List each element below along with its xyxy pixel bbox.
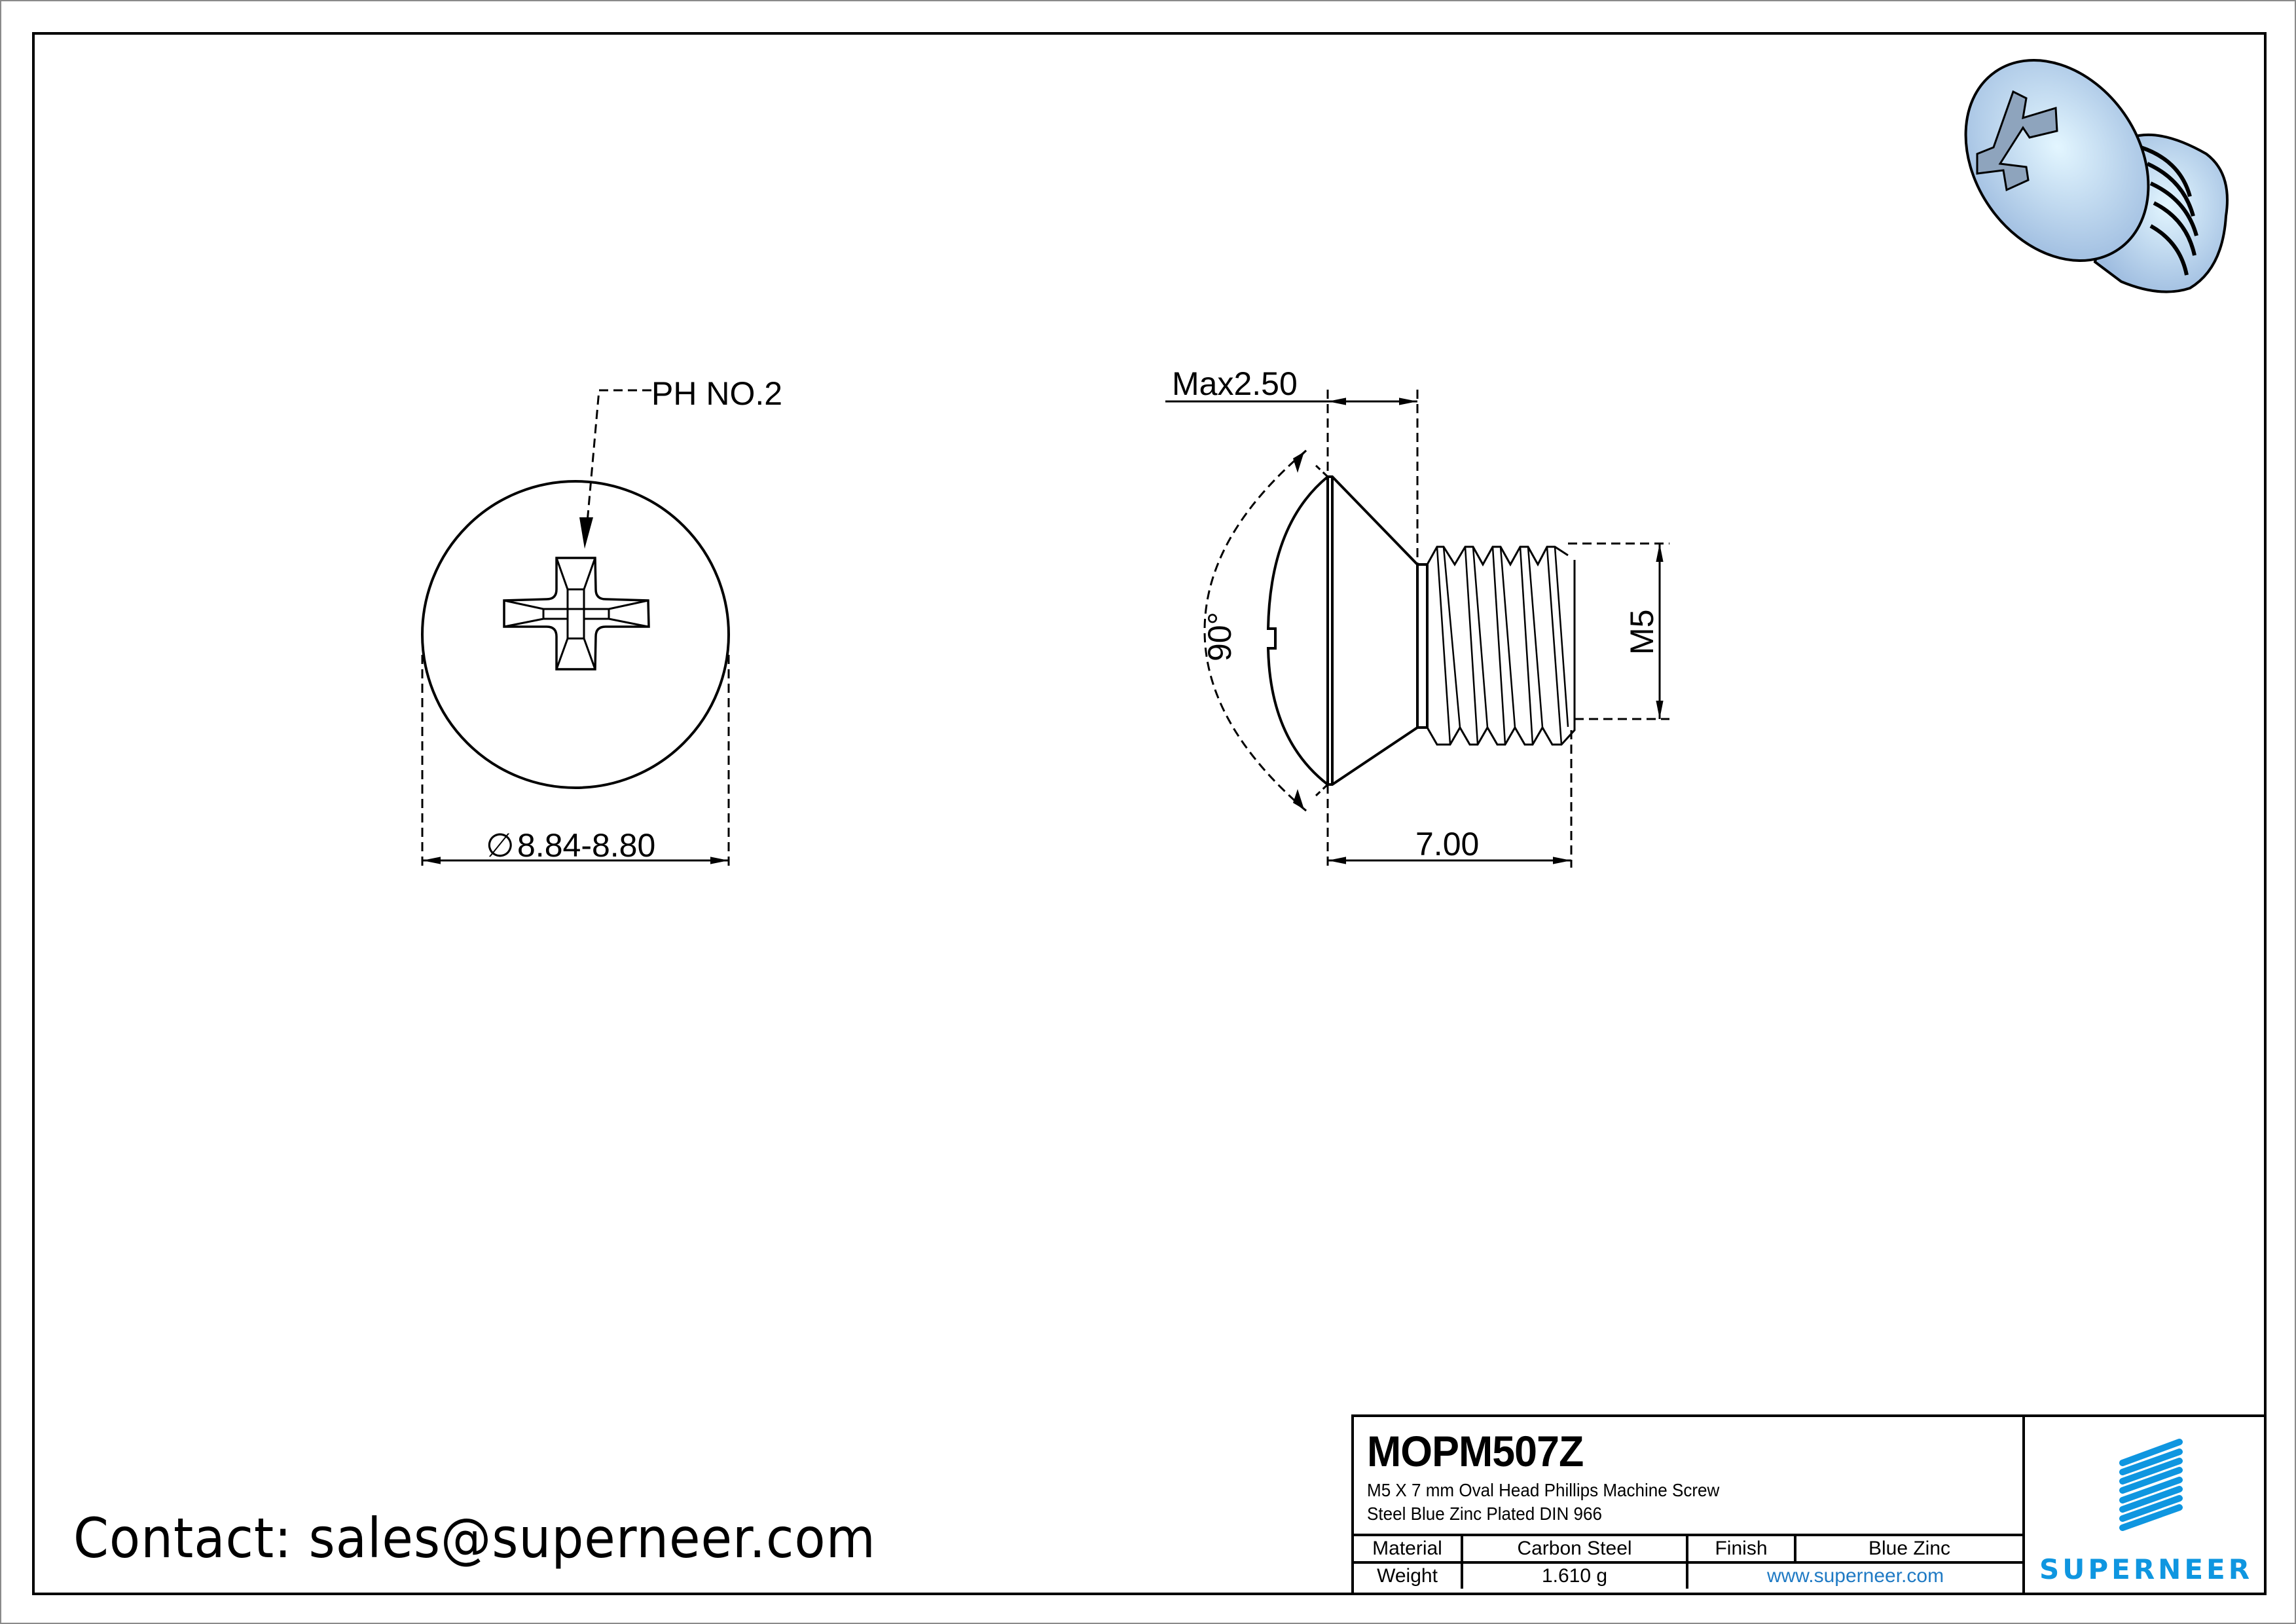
description-line-2: Steel Blue Zinc Plated DIN 966 [1367, 1504, 1602, 1524]
finish-label: Finish [1686, 1534, 1796, 1564]
phillips-recess-icon [503, 557, 650, 671]
table-row: Weight 1.610 g www.superneer.com [1354, 1561, 2022, 1589]
logo-text: SUPERNEER [2039, 1553, 2253, 1585]
head-outline [421, 480, 730, 789]
sheet-inner-border [32, 32, 2267, 1595]
front-view [421, 389, 730, 868]
weight-label: Weight [1354, 1561, 1463, 1589]
material-label: Material [1354, 1534, 1463, 1564]
title-block: MOPM507Z M5 X 7 mm Oval Head Phillips Ma… [1351, 1414, 2267, 1595]
logo-stripes-icon [2119, 1439, 2183, 1531]
diameter-label: 8.84-8.80 [517, 827, 655, 864]
spec-table: Material Carbon Steel Finish Blue Zinc W… [1354, 1534, 2022, 1589]
screw-3d-render-icon [1964, 59, 2229, 293]
table-row: Material Carbon Steel Finish Blue Zinc [1354, 1534, 2022, 1564]
side-view [1165, 390, 1669, 868]
contact-email: Contact: sales@superneer.com [73, 1506, 876, 1570]
website-link[interactable]: www.superneer.com [1686, 1561, 2022, 1589]
drive-type-label: PH NO.2 [651, 375, 782, 412]
angle-label: 90° [1201, 612, 1238, 661]
weight-value: 1.610 g [1461, 1561, 1688, 1589]
thread-size-label: M5 [1624, 610, 1660, 655]
material-value: Carbon Steel [1461, 1534, 1688, 1564]
diameter-symbol: ∅ [486, 827, 515, 864]
title-block-main: MOPM507Z M5 X 7 mm Oval Head Phillips Ma… [1354, 1417, 2025, 1595]
part-number: MOPM507Z [1367, 1427, 1584, 1475]
description-line-1: M5 X 7 mm Oval Head Phillips Machine Scr… [1367, 1480, 1720, 1500]
finish-value: Blue Zinc [1794, 1534, 2022, 1564]
company-logo: SUPERNEER [2025, 1417, 2267, 1595]
head-height-label: Max2.50 [1172, 365, 1298, 402]
length-label: 7.00 [1415, 826, 1479, 862]
